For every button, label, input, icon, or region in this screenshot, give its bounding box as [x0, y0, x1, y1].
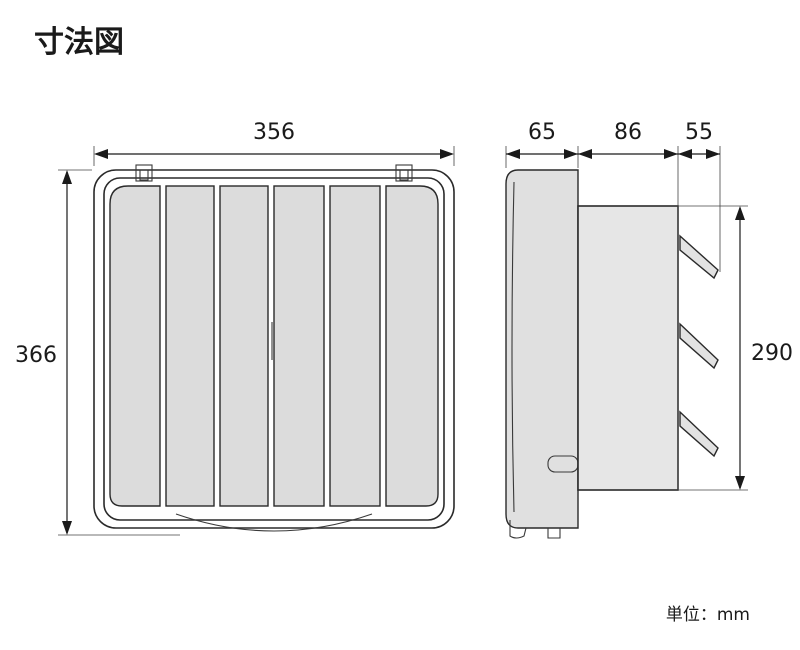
front-top-tab-right-inner: [399, 169, 409, 181]
width-dimension: 356: [93, 120, 455, 166]
front-view: [93, 164, 455, 532]
side-body-housing: [577, 205, 679, 491]
height-dimension: 366: [15, 169, 180, 536]
side-foot-right: [547, 528, 561, 539]
unit-label: 単位：mm: [666, 605, 750, 625]
side-view: [505, 169, 719, 539]
front-bottom-bulge: [175, 513, 373, 532]
side-foot-left: [509, 520, 527, 539]
width-label: 356: [253, 120, 295, 145]
shutter-flap-3: [679, 410, 719, 458]
shutter-height-label: 290: [751, 341, 793, 366]
shutter-height-dimension: 290: [678, 205, 793, 491]
height-label: 366: [15, 343, 57, 368]
front-outer-frame: [93, 169, 455, 529]
drawing-title: 寸法図: [34, 25, 124, 60]
shutter-flap-1: [679, 234, 719, 280]
side-grille-curve: [511, 181, 515, 513]
front-top-tab-right: [395, 164, 413, 182]
depth-mid-label: 86: [614, 120, 642, 145]
depth-front-label: 65: [528, 120, 556, 145]
front-top-tab-left: [135, 164, 153, 182]
grille-panel-4: [273, 185, 325, 507]
depth-dimensions: 65 86 55: [505, 120, 721, 490]
depth-shutter-label: 55: [685, 120, 713, 145]
front-inner-frame: [103, 177, 445, 521]
front-top-tab-left-inner: [139, 169, 149, 181]
grille-panel-2: [165, 185, 215, 507]
shutter-flap-2: [679, 322, 719, 370]
grille-panel-3: [219, 185, 269, 507]
grille-panel-6: [385, 185, 439, 507]
grille-panel-5: [329, 185, 381, 507]
grille-panel-1: [109, 185, 161, 507]
side-grille-profile: [505, 169, 579, 529]
